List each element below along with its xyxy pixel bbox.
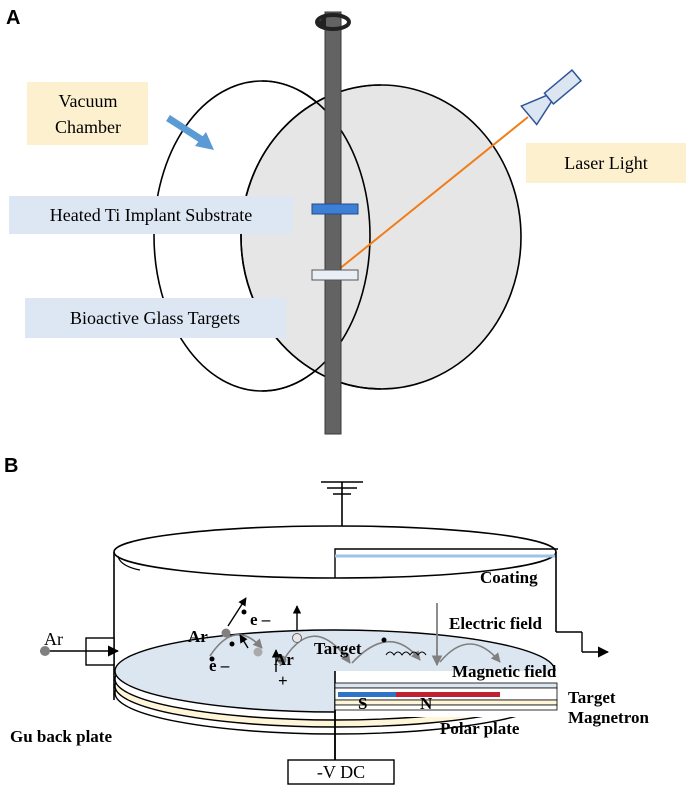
ar-atom-inlet xyxy=(40,646,50,656)
lid-step xyxy=(334,548,558,578)
magnet-s-bar xyxy=(338,692,396,697)
chamber-inner-edge xyxy=(261,80,371,392)
electron-label-2: e – xyxy=(209,656,230,675)
polar-plate-label: Polar plate xyxy=(440,719,520,738)
vacuum-chamber-label-line1: Vacuum xyxy=(59,91,118,111)
vacuum-chamber-label-box xyxy=(27,82,148,145)
target-magnetron-label-1: Target xyxy=(568,688,616,707)
back-plate-label: Gu back plate xyxy=(10,727,112,746)
plasma-particles xyxy=(209,609,387,665)
panel-b: B xyxy=(4,455,649,785)
base-section xyxy=(334,704,558,711)
ti-substrate-label-box xyxy=(9,196,293,234)
ar-inlet-label: Ar xyxy=(44,629,63,649)
electric-field-label: Electric field xyxy=(449,614,543,633)
panel-b-letter: B xyxy=(4,455,18,477)
electron-label-1: e – xyxy=(250,610,271,629)
magnet-s-label: S xyxy=(358,694,367,713)
ar-ion-label: Ar xyxy=(188,627,208,646)
coating-label: Coating xyxy=(480,568,538,587)
laser-beam xyxy=(337,116,529,271)
ground-icon xyxy=(321,481,363,528)
plus-sign: + xyxy=(278,671,288,690)
target-magnetron-label-2: Magnetron xyxy=(568,708,649,727)
vacuum-chamber-front xyxy=(240,84,522,390)
panel-a: A Vacuum Chamber xyxy=(6,7,686,435)
target-label: Target xyxy=(314,639,362,658)
glass-targets-label: Bioactive Glass Targets xyxy=(70,308,240,328)
magnetic-field-arcs xyxy=(209,633,501,667)
laser-head-icon xyxy=(520,69,583,126)
panel-a-letter: A xyxy=(6,7,20,29)
glass-target xyxy=(311,269,359,281)
ar-plus-label: Ar xyxy=(274,650,294,669)
ti-substrate xyxy=(311,203,359,215)
power-supply-label: -V DC xyxy=(317,762,365,782)
ti-substrate-label: Heated Ti Implant Substrate xyxy=(50,205,252,225)
magnetic-field-label: Magnetic field xyxy=(452,662,557,681)
power-supply-box xyxy=(287,759,395,785)
glass-targets-label-box xyxy=(25,298,286,338)
laser-light-label-box xyxy=(526,143,686,183)
electron-spiral xyxy=(385,651,427,656)
magnet-n-bar xyxy=(396,692,500,697)
rotation-arrow-icon xyxy=(315,13,351,31)
chamber-front-edge xyxy=(240,84,382,390)
vacuum-chamber-label-line2: Chamber xyxy=(55,117,121,137)
lid-rim-left xyxy=(117,555,141,571)
target-section xyxy=(334,682,558,689)
laser-light-label: Laser Light xyxy=(564,153,647,173)
rotating-rod xyxy=(324,11,342,435)
magnet-n-label: N xyxy=(420,694,433,713)
chamber-pointer-arrow xyxy=(166,115,214,150)
particle-arrows xyxy=(227,597,302,672)
polar-plate-section xyxy=(334,699,558,706)
